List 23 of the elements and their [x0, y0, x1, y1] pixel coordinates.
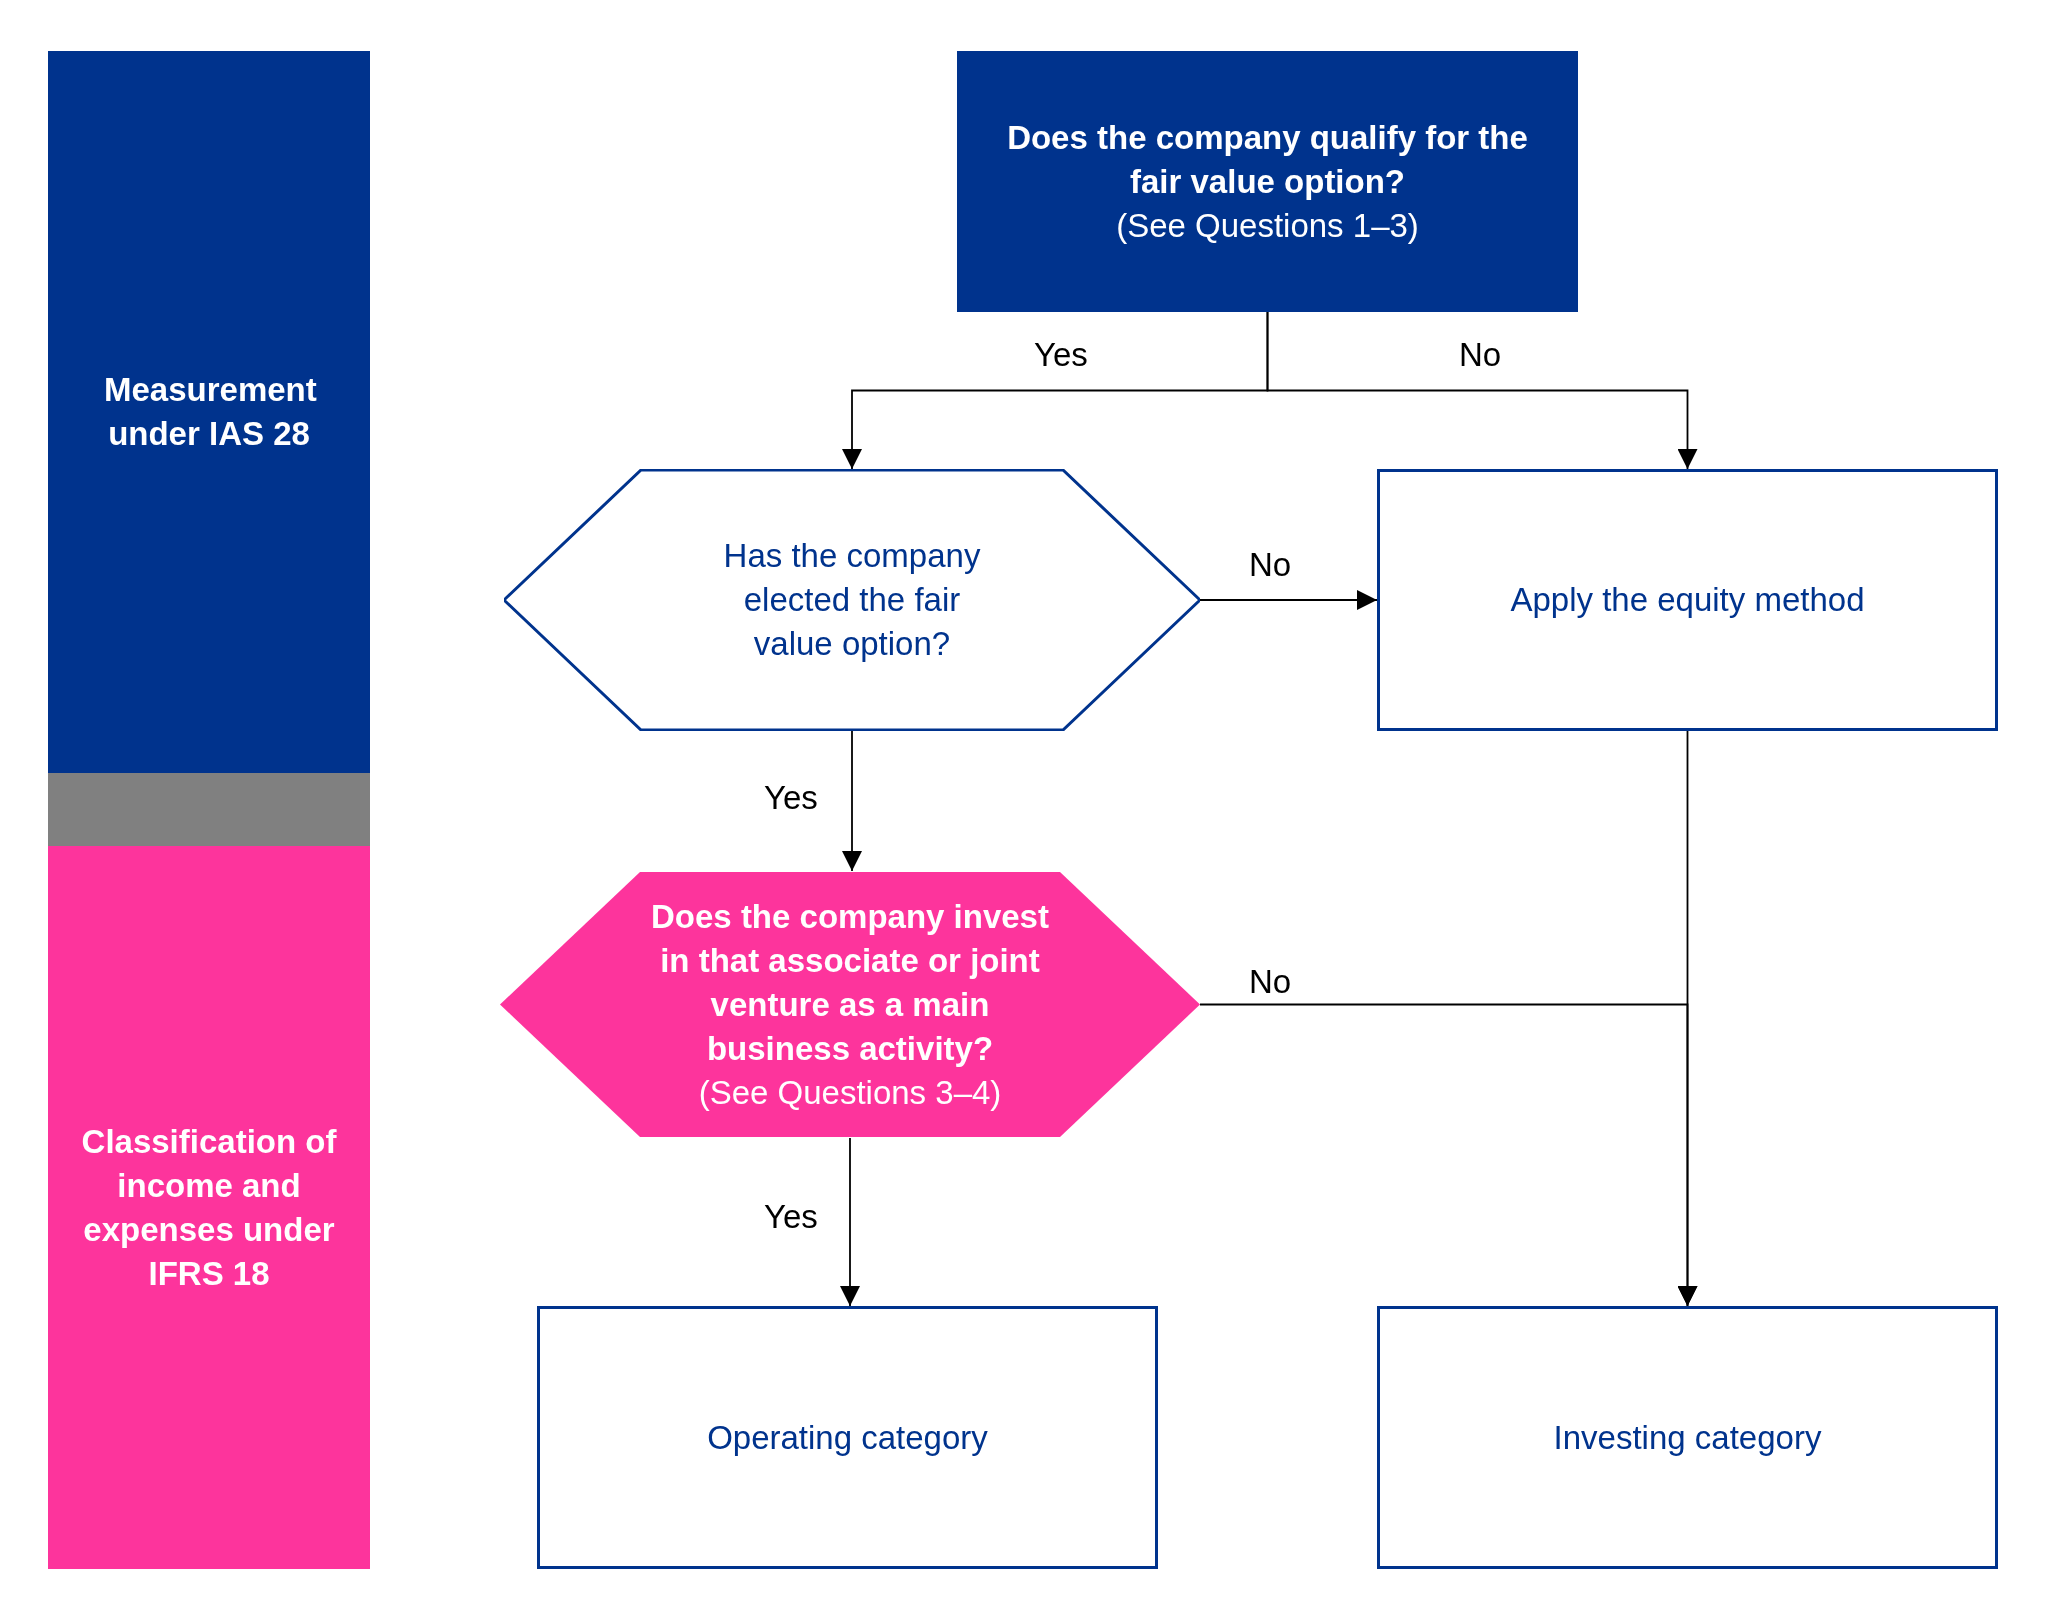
node-text: Apply the equity method [1509, 580, 1866, 620]
process-box [1377, 469, 1998, 731]
decision-hexagon [500, 871, 1200, 1138]
note-text: (See Questions 1–3) [1115, 205, 1420, 246]
arrow [1677, 730, 1698, 1307]
note-text: (See Questions 3–4) [697, 1072, 1003, 1113]
section-band [48, 51, 370, 773]
outcome-box [1377, 1306, 1998, 1569]
section-band [48, 846, 370, 1569]
decision-box [957, 51, 1578, 312]
node-text: Does the company qualify for the fair value option? [1006, 117, 1529, 202]
divider-band [48, 773, 370, 846]
node-text: Does the company invest in that associate or joint venture as a main business activity? [650, 896, 1050, 1069]
node-text: Has the company elected the fair value option? [722, 536, 982, 664]
decision-hexagon [504, 469, 1200, 731]
arrow [1266, 311, 1698, 470]
node-text: Operating category [706, 1417, 989, 1458]
arrow [842, 730, 862, 872]
node-text: Investing category [1552, 1417, 1823, 1458]
arrow [840, 1137, 860, 1307]
outcome-box [537, 1306, 1158, 1569]
node-text: Classification of income and expenses under IFRS 18 [80, 1121, 338, 1294]
arrow [1199, 590, 1378, 610]
